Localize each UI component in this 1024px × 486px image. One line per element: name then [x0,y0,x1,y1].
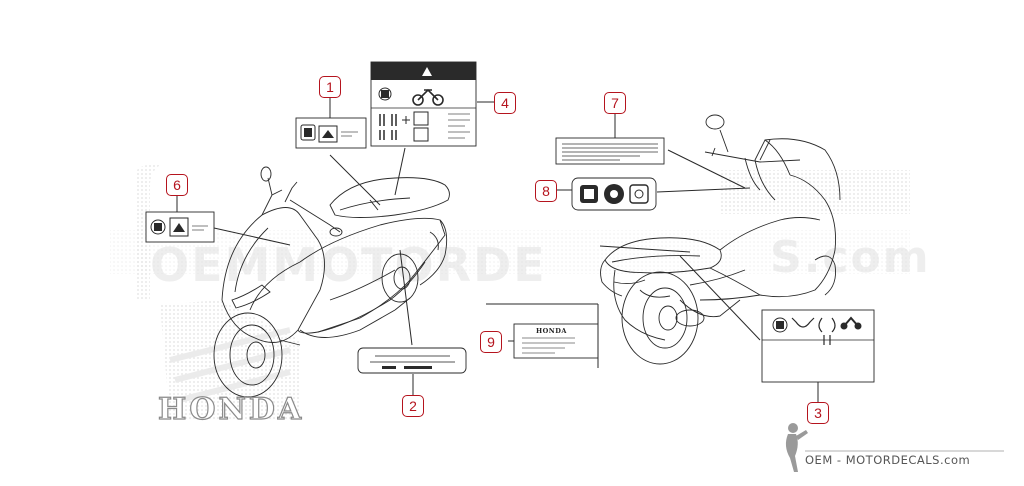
callout-8[interactable]: 8 [535,180,557,202]
callout-9[interactable]: 9 [480,331,502,353]
left-scooter [213,166,450,398]
right-scooter [600,114,841,365]
callout-3[interactable]: 3 [807,402,829,424]
label-1-box [295,117,367,149]
watermark-shapes [110,165,910,420]
brand-wordmark: HONDA [157,391,305,427]
footer-site-name: OEM - MOTORDECALS.com [805,453,971,467]
label-4-box [370,61,477,147]
label-2-box [357,347,467,374]
callout-4[interactable]: 4 [494,92,516,114]
callout-7[interactable]: 7 [604,92,626,114]
label-6-box [145,211,215,243]
motorcycle-rider-icon [785,423,808,472]
label-7-box [555,137,665,165]
callout-2[interactable]: 2 [402,395,424,417]
label-3-box [761,309,875,383]
label-9-title: HONDA [536,327,567,335]
callout-6[interactable]: 6 [166,174,188,196]
leader-lines [176,98,819,402]
callout-1[interactable]: 1 [319,76,341,98]
label-8-box [571,177,657,211]
